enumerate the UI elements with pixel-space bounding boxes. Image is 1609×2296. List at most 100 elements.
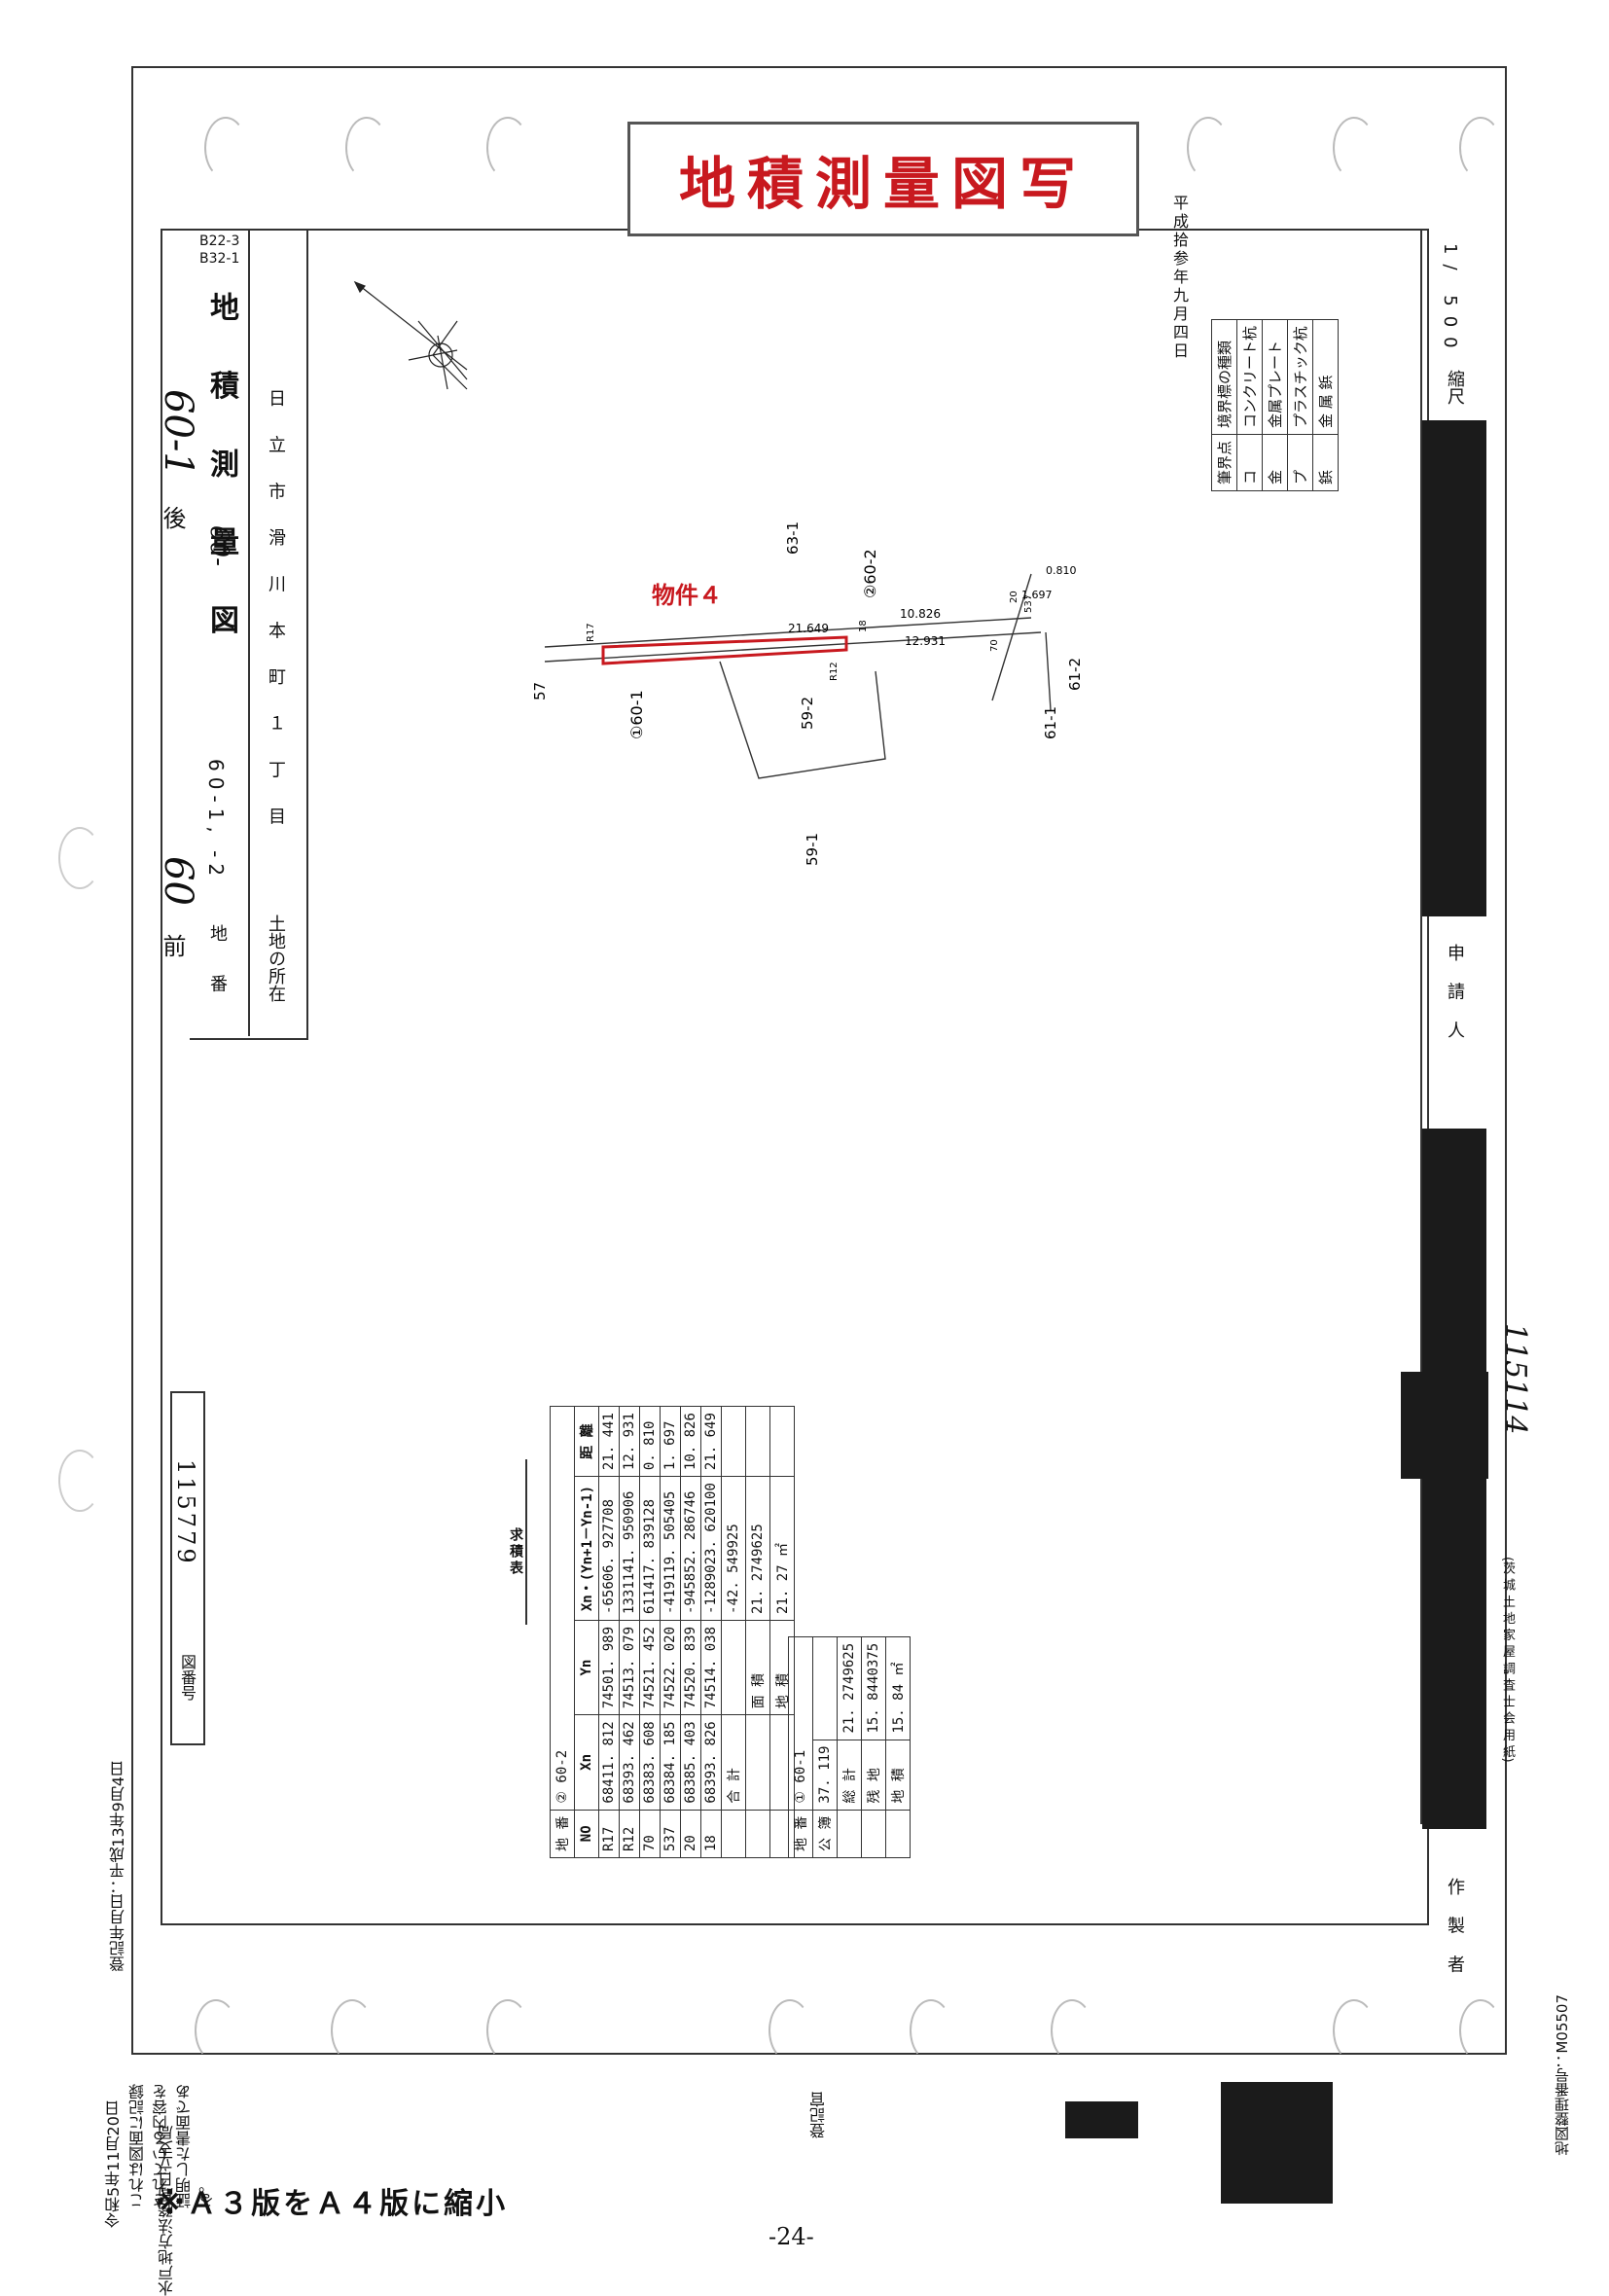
drawing-title: 地 積 測 量 図 — [204, 292, 238, 654]
cell: R12 — [619, 1810, 640, 1858]
cell: -945852. 286746 — [680, 1476, 701, 1621]
binder-hole-mark — [204, 117, 247, 179]
dim-label: 1.697 — [1021, 589, 1053, 601]
cell: 21. 649 — [700, 1406, 722, 1477]
handwritten-note: 115114 — [1498, 1323, 1532, 1435]
legend-header: 境界標の種類 — [1211, 319, 1237, 435]
prev-lot-handwritten: 60 — [156, 856, 200, 906]
point-label: 20 — [1009, 591, 1019, 603]
cell: 20 — [680, 1810, 701, 1858]
lot-label-map: 63-1 — [784, 521, 802, 555]
binder-hole-mark — [486, 1999, 529, 2062]
dim-label: 12.931 — [905, 634, 946, 648]
col-header: NO — [574, 1810, 599, 1858]
cell: 0. 810 — [639, 1406, 661, 1477]
cell: -419119. 505405 — [660, 1476, 681, 1621]
binder-hole-mark — [1187, 117, 1230, 179]
cell: 74514. 038 — [700, 1620, 722, 1715]
binder-hole-mark — [345, 117, 388, 179]
point-label: 537 — [1023, 594, 1034, 613]
location-label: 土地の所在 — [266, 915, 286, 1002]
scale-label: 縮尺 — [1445, 370, 1465, 405]
legend-desc: 金属プレート — [1262, 319, 1288, 435]
col-header: 距 離 — [574, 1406, 599, 1477]
cell: 70 — [639, 1810, 661, 1858]
point-label: 18 — [858, 620, 869, 632]
small-row-label: 総 計 — [837, 1740, 862, 1811]
header-divider — [248, 229, 308, 1036]
lot-label-map: 61-2 — [1066, 658, 1084, 691]
legend-symbol: プ — [1287, 434, 1313, 491]
redacted-block — [1065, 2101, 1138, 2138]
small-row-label: 地 積 — [885, 1740, 911, 1811]
registrar-label: 登記官 — [809, 2092, 828, 2138]
lot-label-map: ①60-1 — [627, 690, 646, 739]
applicant-label: 申 請 人 — [1445, 944, 1465, 1047]
north-arrow-icon — [353, 280, 468, 390]
sheet-code-2: B32-1 — [199, 251, 240, 267]
cell: 68393. 462 — [619, 1714, 640, 1811]
prev-label: 前 — [159, 934, 186, 957]
redacted-seal — [1221, 2082, 1333, 2204]
binder-hole-mark — [910, 1999, 952, 2062]
binder-hole-mark — [1459, 117, 1502, 179]
maker-label: 作 製 者 — [1445, 1878, 1465, 1981]
drawing-number-value: 115779 — [172, 1459, 199, 1566]
point-label: R12 — [829, 662, 840, 681]
dim-label: 0.810 — [1046, 564, 1077, 577]
cell: 68384. 185 — [660, 1714, 681, 1811]
legend-desc: 金 属 鋲 — [1312, 319, 1339, 435]
cell: -1289023. 620100 — [700, 1476, 722, 1621]
legend-desc: プラスチック杭 — [1287, 319, 1313, 435]
cell: 12. 931 — [619, 1406, 640, 1477]
title-box: 地積測量図写 — [627, 122, 1139, 236]
drawing-number-label: 図番号 — [178, 1654, 197, 1701]
binder-hole-mark — [486, 117, 529, 179]
cell: 537 — [660, 1810, 681, 1858]
title-underline — [525, 1459, 527, 1625]
cell: 21. 441 — [598, 1406, 620, 1477]
public-label: 公 簿 — [812, 1810, 838, 1858]
after-label: 後 — [159, 506, 186, 529]
redacted-block — [1422, 420, 1486, 916]
certification-date: 令和5年11月20日 — [104, 2100, 123, 2228]
cell: 74501. 989 — [598, 1620, 620, 1715]
reduction-note: ※Ａ３版をＡ４版に縮小 — [156, 2187, 509, 2221]
redacted-block — [1422, 1129, 1486, 1829]
cell: 18 — [700, 1810, 722, 1858]
legend-symbol: 金 — [1262, 434, 1288, 491]
management-number: 地図整理番号：M05507 — [1554, 1994, 1571, 2156]
cell: 68385. 403 — [680, 1714, 701, 1811]
right-column — [1420, 229, 1490, 1824]
area-label: 面 積 — [745, 1620, 770, 1715]
survey-date: 平成拾参年九月四日 — [1170, 195, 1189, 361]
sum-value: -42. 549925 — [721, 1476, 746, 1621]
cell: 74522. 020 — [660, 1620, 681, 1715]
lot-label-map: 61-1 — [1042, 706, 1059, 739]
binder-hole-mark — [331, 1999, 374, 2062]
calc-table-title: 求積表 — [508, 1527, 523, 1577]
col-header: Xn・(Yn+1－Yn-1) — [574, 1476, 599, 1621]
cell: 1. 697 — [660, 1406, 681, 1477]
calc-lot-label: 地 番 — [550, 1810, 575, 1858]
drawing-frame — [131, 66, 1507, 2055]
cell: 74521. 452 — [639, 1620, 661, 1715]
area-unit: ㎡ — [775, 1542, 791, 1557]
lot-label: 地 番 — [207, 924, 228, 1006]
sum-label: 合 計 — [721, 1714, 746, 1811]
cell: 10. 826 — [680, 1406, 701, 1477]
point-label: R17 — [586, 623, 596, 642]
parcel-map: 物件４ 21.649 10.826 12.931 1.697 0.810 63-… — [531, 521, 1084, 866]
small-unit: ㎡ — [891, 1662, 907, 1676]
land-area-value: 21. 27 — [775, 1564, 791, 1614]
lot-label-map: ②60-2 — [861, 549, 879, 598]
cell: R17 — [598, 1810, 620, 1858]
redacted-stamp — [1401, 1372, 1488, 1479]
cell: 68383. 608 — [639, 1714, 661, 1811]
